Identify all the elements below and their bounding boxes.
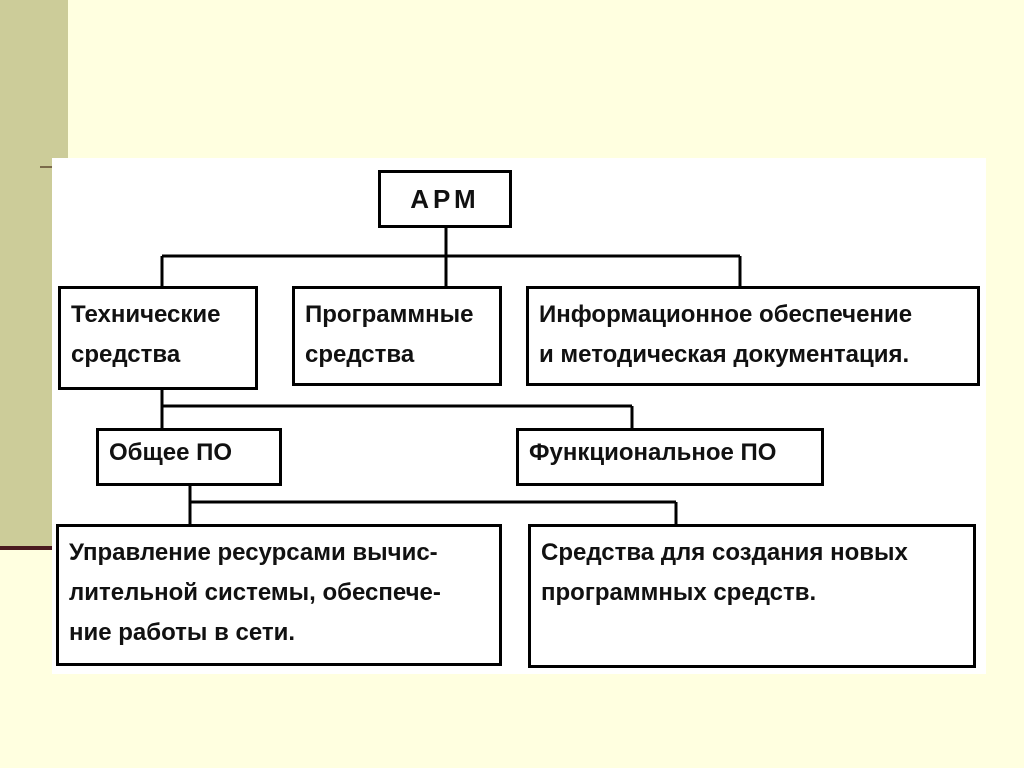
node-software-means: Программные средства — [292, 286, 502, 386]
side-divider-line — [0, 546, 64, 550]
node-general-software: Общее ПО — [96, 428, 282, 486]
node-resource-management: Управление ресурсами вычис- лительной си… — [56, 524, 502, 666]
node-information-support: Информационное обеспечение и методическа… — [526, 286, 980, 386]
node-new-software-tools: Средства для создания новых программных … — [528, 524, 976, 668]
node-arm: АРМ — [378, 170, 512, 228]
connector-lines — [160, 228, 742, 526]
node-technical-means: Технические средства — [58, 286, 258, 390]
side-tick-mark — [40, 166, 56, 168]
diagram-panel: АРМ Технические средства Программные сре… — [52, 158, 986, 674]
node-functional-software: Функциональное ПО — [516, 428, 824, 486]
